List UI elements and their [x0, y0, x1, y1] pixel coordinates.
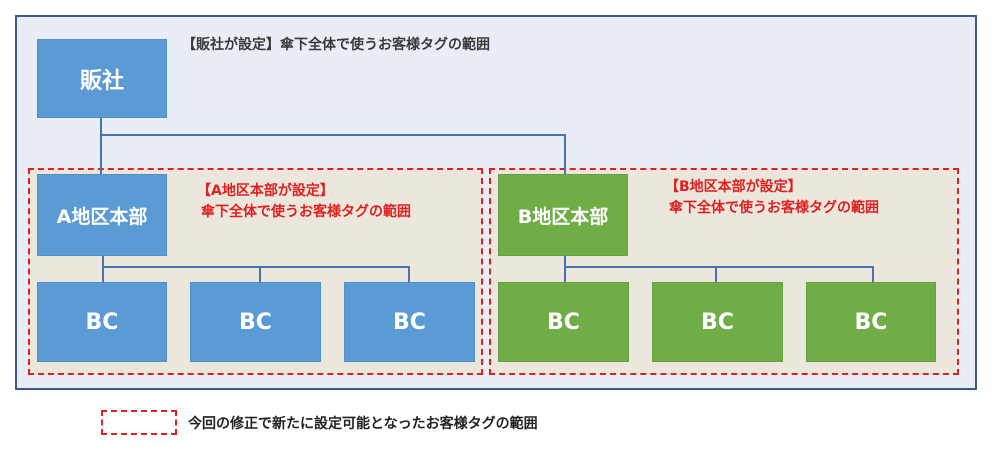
connector-a-horizontal — [102, 266, 410, 268]
area-a-box: A地区本部 — [37, 174, 167, 256]
bc-box: BC — [37, 282, 167, 362]
area-b-box: B地区本部 — [498, 174, 628, 256]
connector-a-bc2 — [259, 266, 261, 282]
bc-label: BC — [547, 309, 580, 335]
hq-label: 販社 — [79, 68, 124, 94]
bc-box: BC — [498, 282, 629, 362]
bc-box: BC — [344, 282, 475, 362]
connector-a-down — [102, 256, 104, 282]
hq-scope-text: 傘下全体で使うお客様タグの範囲 — [280, 37, 490, 53]
connector-b-bc3 — [872, 266, 874, 282]
area-a-scope-line2: 傘下全体で使うお客様タグの範囲 — [201, 204, 411, 220]
bc-label: BC — [701, 309, 734, 335]
bc-label: BC — [393, 309, 426, 335]
area-b-scope-line1: 【B地区本部が設定】 — [665, 179, 802, 195]
bc-label: BC — [854, 309, 888, 335]
legend-text: 今回の修正で新たに設定可能となったお客様タグの範囲 — [188, 416, 538, 432]
connector-b-down — [564, 256, 566, 282]
hq-box: 販社 — [37, 39, 167, 118]
legend-swatch — [101, 410, 177, 435]
area-a-scope-line1: 【A地区本部が設定】 — [197, 183, 334, 199]
hq-scope-bracket: 【販社が設定】 — [182, 37, 280, 53]
area-a-scope-note: 【A地区本部が設定】 傘下全体で使うお客様タグの範囲 — [197, 181, 411, 223]
connector-hq-to-a — [100, 118, 102, 174]
bc-box: BC — [652, 282, 783, 362]
bc-label: BC — [85, 309, 119, 335]
connector-b-horizontal — [564, 266, 874, 268]
connector-hq-to-b — [564, 134, 566, 174]
area-a-label: A地区本部 — [56, 205, 148, 228]
connector-a-bc3 — [408, 266, 410, 282]
bc-box: BC — [806, 282, 936, 362]
connector-b-bc2 — [715, 266, 717, 282]
hq-scope-note: 【販社が設定】傘下全体で使うお客様タグの範囲 — [182, 34, 490, 54]
bc-label: BC — [239, 309, 272, 335]
area-b-label: B地区本部 — [517, 205, 609, 228]
connector-hq-horizontal — [100, 134, 566, 136]
bc-box: BC — [190, 282, 321, 362]
area-b-scope-line2: 傘下全体で使うお客様タグの範囲 — [669, 200, 879, 216]
area-b-scope-note: 【B地区本部が設定】 傘下全体で使うお客様タグの範囲 — [665, 177, 879, 219]
